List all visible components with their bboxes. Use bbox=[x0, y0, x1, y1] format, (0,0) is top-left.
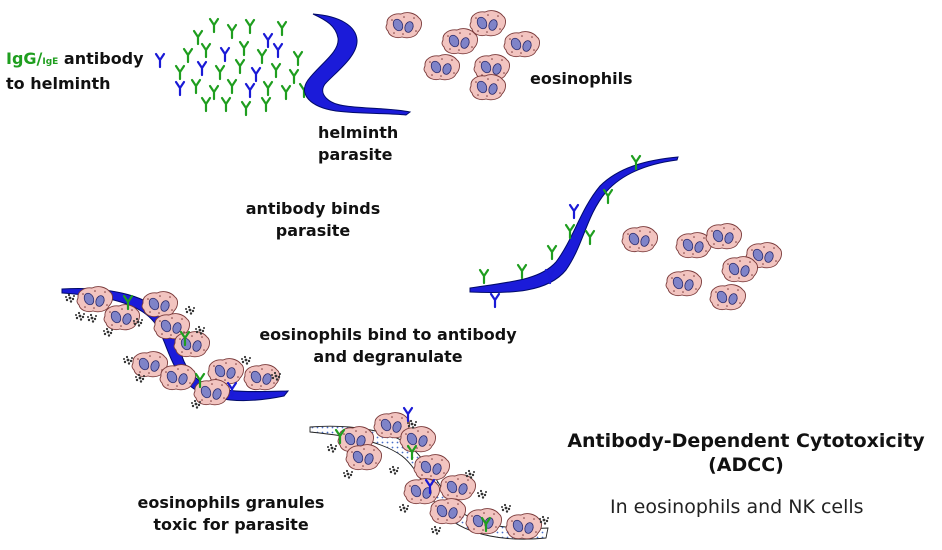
eosinophil-group-top bbox=[385, 10, 541, 101]
antibody-cloud bbox=[154, 17, 310, 117]
helminth-with-antibodies bbox=[469, 154, 679, 309]
damaged-parasite bbox=[309, 406, 549, 540]
eosinophils-label: eosinophils bbox=[530, 69, 633, 88]
helminth-parasite-top bbox=[304, 13, 412, 116]
antibody-label: IgG/IgE antibody to helminth bbox=[6, 49, 144, 93]
adcc-title: Antibody-Dependent Cytotoxicity(ADCC) bbox=[567, 430, 925, 476]
degranulating-eosinophils bbox=[61, 286, 290, 409]
adcc-subtitle: In eosinophils and NK cells bbox=[610, 496, 864, 518]
eosinophil-group-middle bbox=[621, 223, 783, 311]
